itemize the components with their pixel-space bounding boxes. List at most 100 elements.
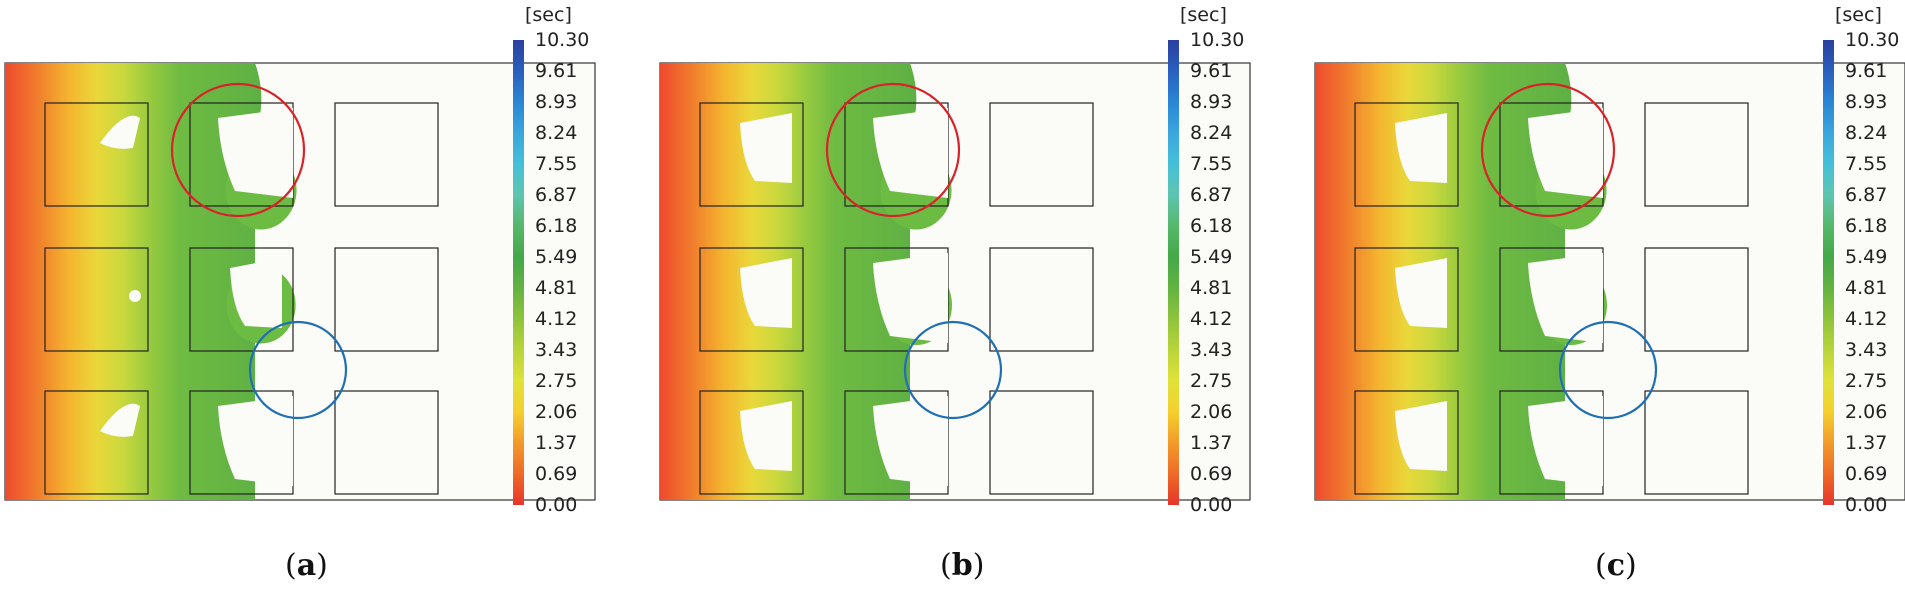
cavity-cell [44,247,149,352]
legend-tick-label: 8.24 [1190,122,1233,144]
legend-tick-label: 0.69 [1190,463,1233,485]
legend-tick-label: 5.49 [1845,246,1888,268]
legend-tick-label: 8.93 [1190,91,1233,113]
cavity-cell [1354,247,1459,352]
caption-letter: a [296,548,317,583]
legend-tick-label: 8.93 [535,91,578,113]
caption-letter: c [1606,548,1625,583]
legend-tick-label: 6.18 [1190,215,1233,237]
legend-tick-label: 1.37 [1190,432,1233,454]
void [1528,396,1603,486]
legend-tick-label: 7.55 [1845,153,1888,175]
legend-unit: [sec] [1835,4,1882,26]
void [1528,108,1603,198]
cavity-cell [44,102,149,207]
cavity-cell [989,102,1094,207]
legend-tick-label: 0.00 [1190,494,1233,516]
legend-tick-label: 8.24 [1845,122,1888,144]
cavity-cell [989,390,1094,495]
legend-tick-label: 2.06 [1845,401,1888,423]
legend-tick-label: 2.06 [535,401,578,423]
legend-tick-label: 2.75 [1845,370,1888,392]
legend-tick-label: 6.18 [535,215,578,237]
legend-tick-label: 0.00 [1845,494,1888,516]
legend-tick-label: 6.18 [1845,215,1888,237]
legend-tick-label: 0.69 [1845,463,1888,485]
legend-tick-label: 10.30 [535,29,590,51]
cavity-cell [334,390,439,495]
panel-a: [sec] 10.30 9.61 8.93 8.24 7.55 6.87 6.18 5.49 4.… [0,0,640,591]
red-highlight-circle [170,82,306,218]
legend-tick-label: 1.37 [1845,432,1888,454]
legend-tick-label: 10.30 [1845,29,1900,51]
cavity-cell [1644,102,1749,207]
panel-caption: (c) [1595,548,1637,583]
legend-tick-label: 10.30 [1190,29,1245,51]
legend-tick-label: 4.81 [1190,277,1233,299]
legend-tick-label: 3.43 [535,339,578,361]
void [218,396,293,486]
legend-unit: [sec] [1180,4,1227,26]
legend-tick-label: 9.61 [1190,60,1233,82]
legend-tick-label: 0.69 [535,463,578,485]
legend-tick-label: 7.55 [1190,153,1233,175]
void [740,258,792,328]
legend-tick-label: 7.55 [535,153,578,175]
caption-letter: b [951,548,973,583]
fill-time-plot-c [1314,40,1905,505]
legend-tick-label: 5.49 [535,246,578,268]
legend-tick-label: 2.75 [535,370,578,392]
legend-tick-label: 5.49 [1190,246,1233,268]
void [873,253,948,343]
legend-tick-label: 2.06 [1190,401,1233,423]
fill-time-plot-a [4,40,596,505]
cavity-cell [1644,390,1749,495]
void [230,258,282,328]
legend-tick-label: 0.00 [535,494,578,516]
legend-colorbar [1823,40,1834,505]
void [1395,401,1447,471]
legend-tick-label: 8.24 [535,122,578,144]
legend-tick-label: 1.37 [535,432,578,454]
legend-tick-label: 8.93 [1845,91,1888,113]
fill-time-plot-b [659,40,1251,505]
cavity-cell [44,390,149,495]
blue-highlight-circle [903,320,1003,420]
red-highlight-circle [1480,82,1616,218]
void [100,403,140,437]
legend-colorbar [1168,40,1179,505]
legend-unit: [sec] [525,4,572,26]
void [100,115,140,149]
void [129,290,141,302]
panel-caption: (b) [940,548,985,583]
legend-colorbar [513,40,524,505]
void [873,396,948,486]
legend-tick-label: 3.43 [1190,339,1233,361]
legend-tick-label: 4.12 [1190,308,1233,330]
void [740,113,792,183]
legend-tick-label: 2.75 [1190,370,1233,392]
cavity-cell [699,247,804,352]
panel-caption: (a) [285,548,328,583]
void [1395,258,1447,328]
void [1395,113,1447,183]
void [1528,253,1603,343]
legend-tick-label: 9.61 [535,60,578,82]
blue-highlight-circle [248,320,348,420]
cavity-cell [189,247,294,352]
legend-tick-label: 4.81 [535,277,578,299]
cavity-cell [1354,102,1459,207]
void [218,108,293,198]
legend-tick-label: 4.12 [535,308,578,330]
void [740,401,792,471]
cavity-cell [699,390,804,495]
legend-tick-label: 9.61 [1845,60,1888,82]
cavity-cell [334,247,439,352]
legend-tick-label: 6.87 [535,184,578,206]
cavity-cell [699,102,804,207]
legend-tick-label: 6.87 [1845,184,1888,206]
void [873,108,948,198]
cavity-cell [1644,247,1749,352]
red-highlight-circle [825,82,961,218]
